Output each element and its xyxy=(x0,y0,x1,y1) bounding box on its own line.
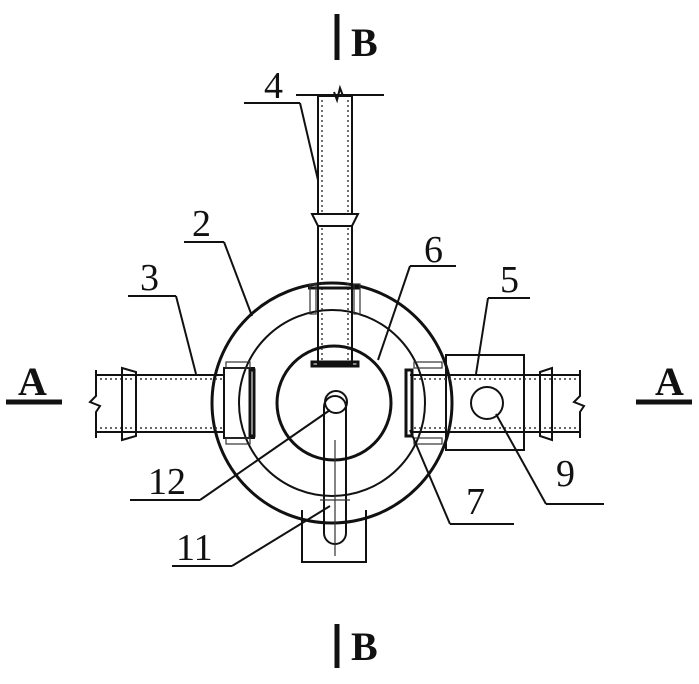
label-part-5: 5 xyxy=(500,259,519,301)
bottom-lug xyxy=(301,395,367,563)
right-pipe-hole xyxy=(470,386,504,420)
section-mark-a-left-label: A xyxy=(18,359,47,404)
outer-ring xyxy=(210,281,454,525)
part-labels: 4 2 3 6 5 9 7 12 11 xyxy=(140,65,575,569)
label-part-11: 11 xyxy=(176,527,213,569)
section-mark-b-bottom: B xyxy=(334,624,378,669)
label-part-9: 9 xyxy=(556,453,575,495)
label-part-3: 3 xyxy=(140,257,159,299)
leader-lines xyxy=(128,102,604,567)
label-part-7: 7 xyxy=(466,481,485,523)
section-mark-a-right-label: A xyxy=(655,359,684,404)
inner-disc xyxy=(275,344,393,462)
center-pin xyxy=(324,390,348,414)
label-part-6: 6 xyxy=(424,229,443,271)
label-part-2: 2 xyxy=(192,203,211,245)
top-pipe xyxy=(296,84,384,368)
label-part-4: 4 xyxy=(264,65,283,107)
section-mark-a-left: A xyxy=(6,359,62,405)
section-mark-b-top-label: B xyxy=(351,20,378,65)
section-mark-a-right: A xyxy=(636,359,692,405)
left-pipe xyxy=(88,361,256,445)
section-mark-b-bottom-label: B xyxy=(351,624,378,669)
label-part-12: 12 xyxy=(148,461,186,503)
section-mark-b-top: B xyxy=(334,14,378,65)
right-pipe xyxy=(404,354,586,451)
